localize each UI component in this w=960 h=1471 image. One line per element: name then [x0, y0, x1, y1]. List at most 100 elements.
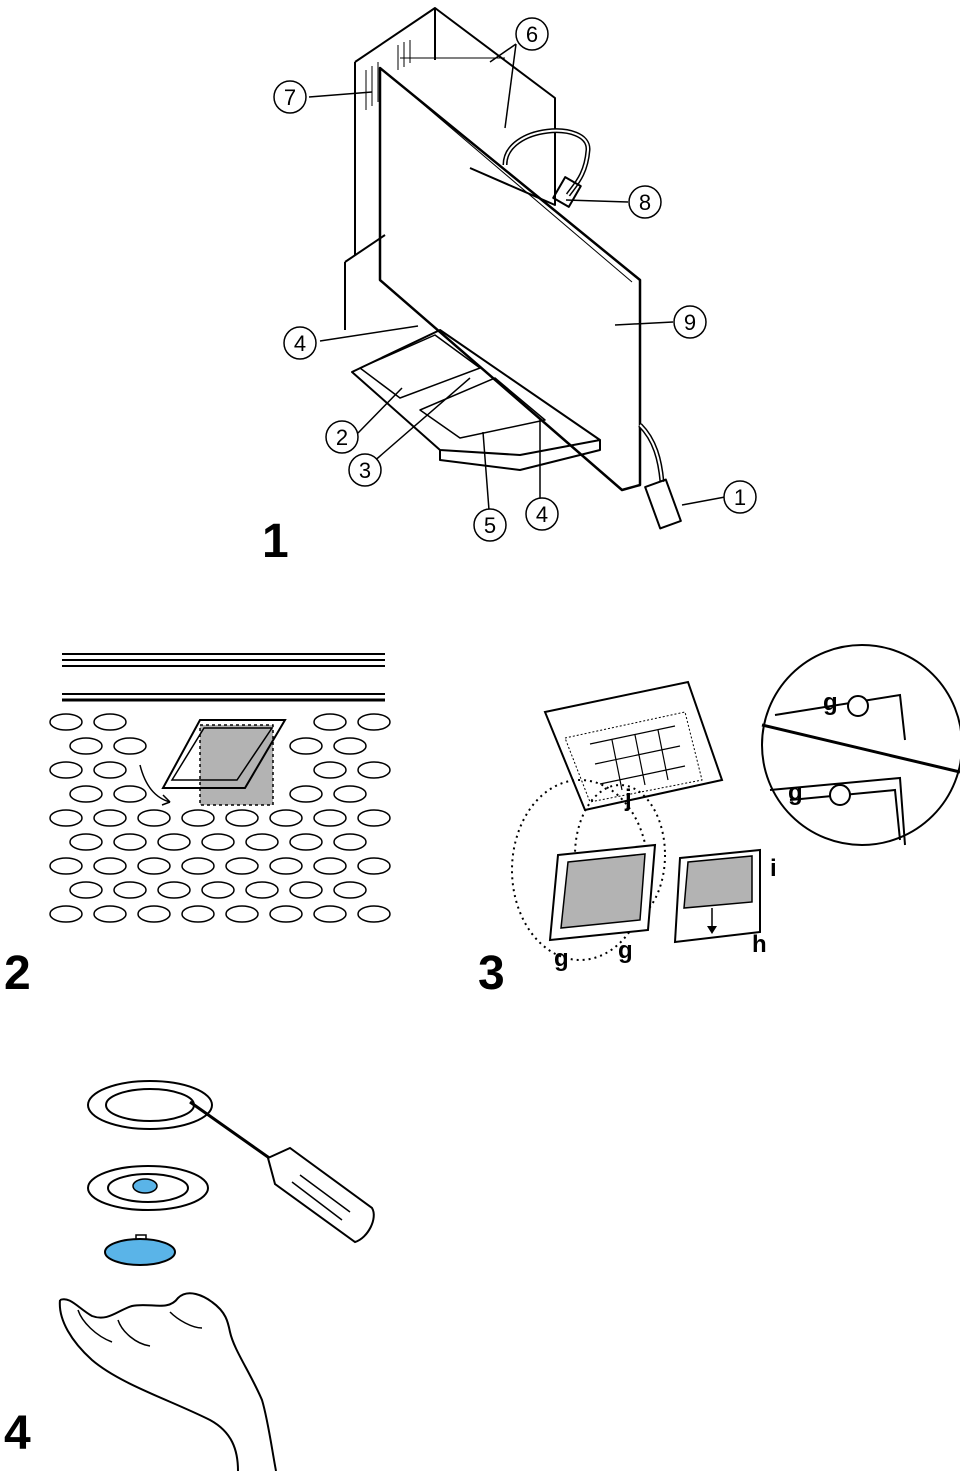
callout-label: 2 [336, 425, 348, 450]
perforation-hole [333, 833, 367, 851]
perforation-hole [49, 809, 83, 827]
callout-label: 5 [484, 513, 496, 538]
perforation-hole [269, 857, 303, 875]
callout-8: 8 [628, 185, 662, 219]
figure-4-panel: 4 [0, 1060, 420, 1471]
perforation-hole [289, 833, 323, 851]
figure-1-panel: 1 2 3 4 4 5 6 7 8 9 1 [0, 0, 960, 580]
figure-3-number: 3 [478, 947, 505, 1000]
perforation-hole [225, 905, 259, 923]
hose-connector-icon [552, 176, 582, 208]
perforation-hole [137, 857, 171, 875]
perforation-hole [93, 713, 127, 731]
perforation-hole [313, 905, 347, 923]
hood-underside-plate [543, 680, 724, 812]
callout-4-upper: 4 [283, 326, 317, 360]
hand-icon [59, 1292, 277, 1471]
perforation-hole [333, 737, 367, 755]
callout-label: 7 [284, 85, 296, 110]
label-g-detail-bottom: g [788, 779, 803, 806]
perforation-hole [225, 857, 259, 875]
screwdriver-shaft [189, 1100, 276, 1164]
power-plug-icon [644, 478, 682, 530]
callout-label: 4 [294, 331, 306, 356]
perforation-hole [201, 881, 235, 899]
filter-latch-icon [161, 719, 287, 789]
callout-label: 6 [526, 22, 538, 47]
perforation-hole [201, 833, 235, 851]
perforation-hole [157, 833, 191, 851]
perforation-hole [137, 905, 171, 923]
label-g-detail-top: g [823, 689, 838, 716]
label-g-right: g [618, 937, 633, 964]
perforation-hole [93, 905, 127, 923]
perforation-hole [357, 809, 391, 827]
perforation-hole [313, 713, 347, 731]
glass-front-panel [378, 66, 642, 492]
perforation-hole [333, 785, 367, 803]
perforation-hole [113, 737, 147, 755]
callout-label: 3 [359, 458, 371, 483]
callout-7: 7 [273, 80, 307, 114]
perforation-hole [313, 857, 347, 875]
perforation-hole [289, 785, 323, 803]
label-j: j [624, 785, 632, 812]
screwdriver-icon [266, 1146, 375, 1244]
figure-2-number: 2 [4, 947, 31, 1000]
perforated-filter-grid [49, 713, 391, 923]
perforation-hole [157, 881, 191, 899]
grease-filter-drawing [49, 653, 391, 923]
perforation-hole [69, 737, 103, 755]
callout-5: 5 [473, 508, 507, 542]
bulb-icon [132, 1178, 158, 1194]
callout-markers: 1 2 3 4 4 5 6 7 8 9 [273, 17, 757, 542]
label-g-left: g [554, 945, 569, 972]
perforation-hole [93, 857, 127, 875]
figure-3-panel: g g g g h i j 3 [430, 640, 960, 1010]
callout-4-lower: 4 [525, 497, 559, 531]
figure-2-panel: 2 [0, 640, 420, 1010]
hood-appliance-drawing: 1 2 3 4 4 5 6 7 8 9 [273, 7, 757, 542]
figure-1-number: 1 [262, 515, 289, 568]
perforation-hole [69, 881, 103, 899]
filter-handle-shaded [199, 724, 274, 806]
perforation-hole [289, 881, 323, 899]
callout-9: 9 [673, 305, 707, 339]
callout-2: 2 [325, 420, 359, 454]
perforation-hole [313, 809, 347, 827]
figure-4-number: 4 [4, 1407, 31, 1460]
perforation-hole [49, 713, 83, 731]
perforation-hole [49, 857, 83, 875]
perforation-hole [69, 785, 103, 803]
filter-grid-icon [589, 725, 686, 791]
perforation-hole [113, 833, 147, 851]
callout-1: 1 [723, 480, 757, 514]
label-i: i [770, 855, 777, 882]
perforation-hole [137, 809, 171, 827]
callout-label: 9 [684, 310, 696, 335]
perforation-hole [93, 809, 127, 827]
perforation-hole [49, 761, 83, 779]
perforation-hole [69, 833, 103, 851]
perforation-hole [93, 761, 127, 779]
rotate-arrow-icon [139, 764, 171, 803]
lamp-cover-lens-icon [104, 1238, 176, 1266]
perforation-hole [181, 905, 215, 923]
perforation-hole [357, 905, 391, 923]
detail-magnifier [761, 644, 960, 846]
vent-grille-icon [365, 40, 411, 110]
clip-knob-icon [829, 784, 851, 806]
perforation-hole [245, 833, 279, 851]
callout-6: 6 [515, 17, 549, 51]
perforation-hole [245, 881, 279, 899]
perforation-hole [225, 809, 259, 827]
perforation-hole [181, 809, 215, 827]
callout-3: 3 [348, 453, 382, 487]
perforation-hole [269, 905, 303, 923]
carbon-filter-drawing: g g g g h i j [511, 644, 960, 972]
perforation-hole [113, 881, 147, 899]
lamp-replacement-drawing [58, 1080, 375, 1471]
label-h: h [752, 931, 767, 958]
perforation-hole [313, 761, 347, 779]
perforation-hole [49, 905, 83, 923]
